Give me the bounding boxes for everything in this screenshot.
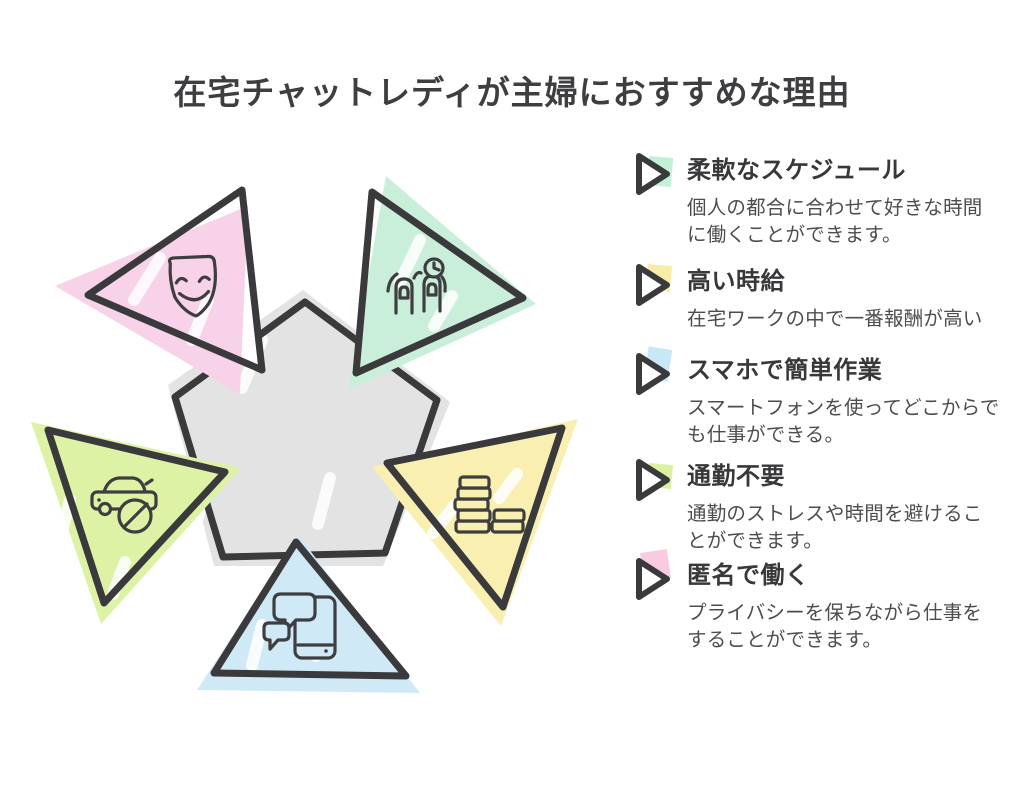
list-item: 高い時給 在宅ワークの中で一番報酬が高い [633, 261, 1017, 333]
list-item: 通勤不要 通勤のストレスや時間を避けるこ とができます。 [633, 456, 1017, 555]
segment-flexible-schedule [348, 176, 536, 390]
list-item: スマホで簡単作業 スマートフォンを使ってどこからで も仕事ができる。 [633, 346, 1017, 449]
segment-no-commute [31, 422, 241, 624]
list-item-description: 在宅ワークの中で一番報酬が高い [687, 307, 983, 330]
segment-anonymous-fill [55, 206, 248, 394]
list-item-heading: 通勤不要 [687, 462, 785, 490]
list-item-description: 個人の都合に合わせて好きな時間 に働くことができます。 [687, 196, 983, 246]
no-car-icon [90, 476, 158, 534]
play-triangle-icon [633, 346, 677, 398]
segment-high-pay [372, 419, 578, 626]
play-triangle-icon [633, 261, 677, 309]
list-item-heading: 高い時給 [687, 267, 785, 295]
list-item: 匿名で働く プライバシーを保ちながら仕事を することができます。 [633, 549, 1017, 654]
list-item-heading: 匿名で働く [687, 561, 810, 589]
coin-stack-icon [453, 475, 526, 534]
list-item-description: スマートフォンを使ってどこからで も仕事ができる。 [687, 396, 1000, 446]
list-item-description: 通勤のストレスや時間を避けるこ とができます。 [687, 502, 983, 552]
list-item: 柔軟なスケジュール 個人の都合に合わせて好きな時間 に働くことができます。 [633, 150, 1017, 249]
person-clock-icon [386, 257, 447, 315]
segment-smartphone [197, 535, 420, 693]
play-triangle-icon [633, 456, 677, 504]
play-triangle-icon [633, 549, 677, 603]
list-item-description: プライバシーを保ちながら仕事を することができます。 [687, 601, 983, 651]
list-item-heading: スマホで簡単作業 [687, 356, 883, 384]
play-triangle-icon [633, 150, 677, 198]
segment-flexible-fill [348, 176, 536, 390]
theater-mask-icon [167, 254, 218, 318]
list-item-heading: 柔軟なスケジュール [687, 156, 906, 184]
phone-chat-icon [262, 592, 337, 660]
segment-anonymous [55, 186, 266, 394]
page-title: 在宅チャットレディが主婦におすすめな理由 [173, 73, 851, 112]
